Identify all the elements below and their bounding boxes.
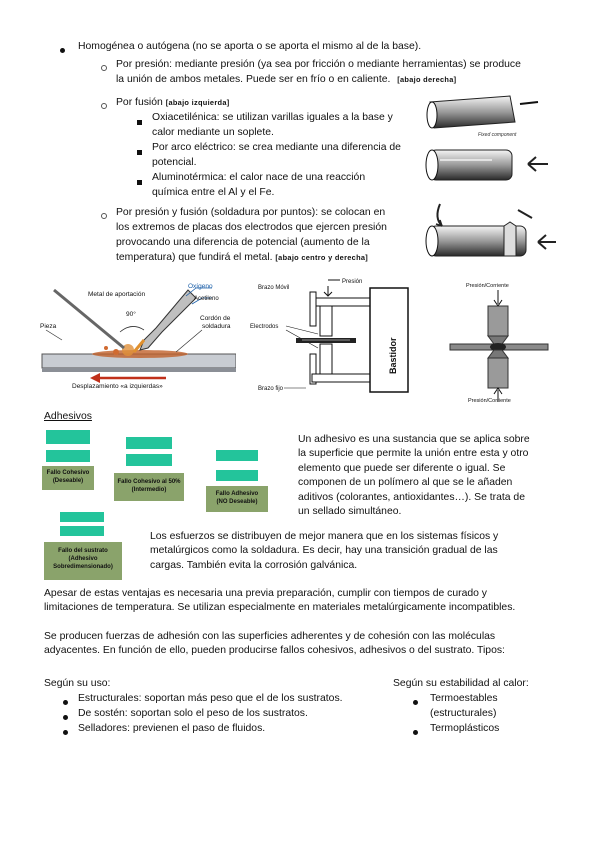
bullet-arco xyxy=(137,147,142,158)
fusion-tag: [abajo izquierda] xyxy=(165,98,230,107)
para3-line: limitaciones de temperatura. Se utilizan… xyxy=(44,602,516,614)
fallo-sustrato-diagram: Fallo del sustrato (Adhesivo Sobredimens… xyxy=(40,512,126,580)
adhesivos-para3: Apesar de estas ventajas es necesaria un… xyxy=(44,587,515,616)
fallo-adhesivo-diagram: Fallo Adhesivo (NO Deseable) xyxy=(206,450,268,512)
adhesivos-para1: Un adhesivo es una sustancia que se apli… xyxy=(298,433,530,519)
fusion-wrap: Por fusión [abajo izquierda] xyxy=(116,96,230,110)
electrodos-label: Electrodos xyxy=(250,324,278,330)
para2-line: metalúrgicos como la soldadura. Es decir… xyxy=(150,545,498,557)
fallo-cohesivo-50-diagram: Fallo Cohesivo al 50% (Intermedio) xyxy=(114,437,184,501)
oxi-line1: Oxiacetilénica: se utilizan varillas igu… xyxy=(152,112,393,123)
bullet-alumino xyxy=(137,177,142,188)
fallo-adhesivo-label-2: (NO Deseable) xyxy=(216,499,258,505)
adhesivos-para2: Los esfuerzos se distribuyen de mejor ma… xyxy=(150,530,498,573)
para1-line: elemento que puede ser diferente o igual… xyxy=(298,462,506,474)
para1-line: componen de un polímero al que se le aña… xyxy=(298,477,513,489)
presion-corriente-figure: Presión/Corriente Presión/Corriente xyxy=(449,283,549,404)
presion-line2-wrap: la unión de ambos metales. Puede ser en … xyxy=(116,73,456,87)
fallo-sustrato-label-1: Fallo del sustrato xyxy=(58,548,108,554)
presion-label: Presión xyxy=(342,279,362,285)
arco-line2: potencial. xyxy=(152,157,197,168)
cordon-label-1: Cordón de xyxy=(200,315,231,322)
fallo-cohesivo-label-1: Fallo Cohesivo xyxy=(46,470,90,476)
uso-item-1: Estructurales: soportan más peso que el … xyxy=(78,693,343,704)
bullet-oxi xyxy=(137,117,142,128)
bullet-fusion xyxy=(101,101,107,112)
brazo-fijo-label: Brazo fijo xyxy=(258,386,284,392)
uso-heading: Según su uso: xyxy=(44,678,111,689)
para2-line: Los esfuerzos se distribuyen de mejor ma… xyxy=(150,531,499,542)
bullet-uso-2 xyxy=(63,712,68,723)
presion-tag: [abajo derecha] xyxy=(397,75,457,84)
tubes-label: Fixed component xyxy=(478,132,517,138)
oxi-line2: calor mediante un soplete. xyxy=(152,127,274,138)
presion-corriente-bottom: Presión/Corriente xyxy=(468,398,511,404)
bullet-calor-2 xyxy=(413,727,418,738)
alumino-line1: Aluminotérmica: el calor nace de una rea… xyxy=(152,172,366,183)
bastidor-label: Bastidor xyxy=(388,337,398,374)
calor-item-2: Termoplásticos xyxy=(430,723,500,734)
cordon-label-2: soldadura xyxy=(202,323,231,330)
alumino-line2: química entre el Al y el Fe. xyxy=(152,187,275,198)
presion-line2: la unión de ambos metales. Puede ser en … xyxy=(116,74,391,85)
para4-line: adyacentes. En función de ello, pueden p… xyxy=(44,645,505,657)
para1-line: aditivos (colorantes, antioxidantes…). S… xyxy=(298,491,525,503)
angle-label: 90° xyxy=(126,310,136,318)
adhesivos-para4: Se producen fuerzas de adhesión con las … xyxy=(44,630,505,659)
pf-line4-wrap: temperatura) que fundirá el metal. [abaj… xyxy=(116,251,368,265)
presion-corriente-top: Presión/Corriente xyxy=(466,283,509,289)
bullet-homogenea xyxy=(60,45,65,56)
calor-item-1b: (estructurales) xyxy=(430,708,497,719)
pf-line1: Por presión y fusión (soldadura por punt… xyxy=(116,207,386,218)
para1-line: la superficie que permite la unión entre… xyxy=(298,448,529,460)
para2-line: cargas. También evita la corrosión galvá… xyxy=(150,559,358,571)
pf-tag: [abajo centro y derecha] xyxy=(275,253,369,262)
uso-item-3: Selladores: previenen el paso de fluidos… xyxy=(78,723,266,734)
metal-aportacion-label: Metal de aportación xyxy=(88,291,145,298)
fallo-cohesivo-label-2: (Deseable) xyxy=(52,478,84,484)
bullet-presion-fusion xyxy=(101,211,107,222)
para1-line: un sellado simultáneo. xyxy=(298,506,402,518)
bullet-presion xyxy=(101,63,107,74)
desplazamiento-label: Desplazamiento «a izquierdas» xyxy=(72,383,163,390)
fallo-sustrato-label-2: (Adhesivo xyxy=(68,556,98,562)
bullet-uso-1 xyxy=(63,697,68,708)
calor-heading: Según su estabilidad al calor: xyxy=(393,678,529,689)
arco-line1: Por arco eléctrico: se crea mediante una… xyxy=(152,142,401,153)
puntos-figure: Brazo Móvil Presión Electrodos Brazo fij… xyxy=(250,279,409,393)
adhesivos-heading: Adhesivos xyxy=(44,411,92,422)
para1-line: Un adhesivo es una sustancia que se apli… xyxy=(298,434,530,445)
fallo-cohesivo-diagram: Fallo Cohesivo (Deseable) xyxy=(42,430,94,490)
homogenea-title: Homogénea o autógena (no se aporta o se … xyxy=(78,41,422,52)
presion-line1: Por presión: mediante presión (ya sea po… xyxy=(116,59,521,70)
para3-line: Apesar de estas ventajas es necesaria un… xyxy=(44,588,488,599)
tubes-figure: Fixed component xyxy=(425,95,556,257)
fallo-cohesivo-50-label-2: (Intermedio) xyxy=(131,487,167,493)
fusion-label: Por fusión xyxy=(116,97,163,108)
brazo-movil-label: Brazo Móvil xyxy=(258,285,289,291)
bullet-uso-3 xyxy=(63,727,68,738)
para4-line: Se producen fuerzas de adhesión con las … xyxy=(44,631,496,642)
uso-item-2: De sostén: soportan solo el peso de los … xyxy=(78,708,308,719)
pf-line4: temperatura) que fundirá el metal. xyxy=(116,252,273,263)
pf-line3: provocando una diferencia de potencial (… xyxy=(116,237,370,248)
pieza-label: Pieza xyxy=(40,323,57,330)
oxiacetilenica-figure: Metal de aportación Oxígeno Acetileno 90… xyxy=(40,283,236,390)
bullet-calor-1 xyxy=(413,697,418,708)
pf-line2: los extremos de placas dos electrodos qu… xyxy=(116,222,387,233)
fallo-cohesivo-50-label-1: Fallo Cohesivo al 50% xyxy=(117,479,181,485)
acetileno-label: Acetileno xyxy=(194,296,219,302)
fallo-sustrato-label-3: Sobredimensionado) xyxy=(53,564,113,570)
fallo-adhesivo-label-1: Fallo Adhesivo xyxy=(215,491,259,497)
oxigeno-label: Oxígeno xyxy=(188,283,213,290)
calor-item-1: Termoestables xyxy=(430,693,498,704)
